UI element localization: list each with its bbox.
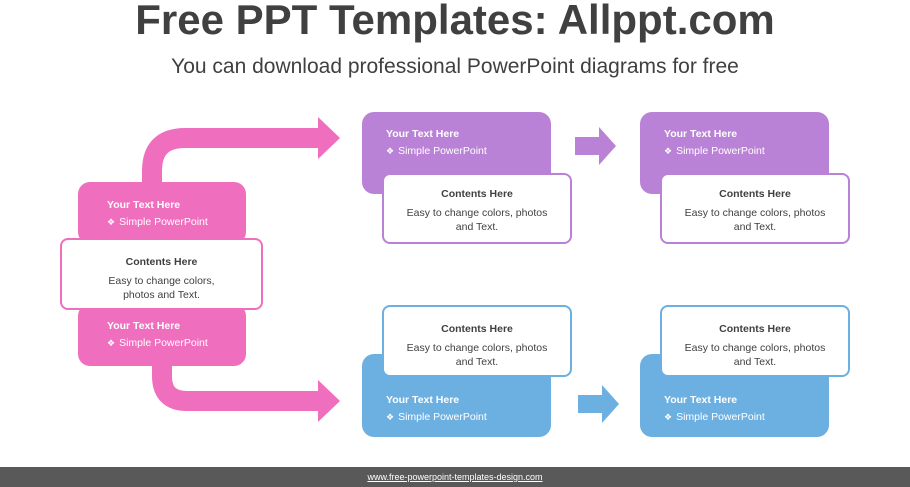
purple-1-contents-card: Contents Here Easy to change colors, pho… [382, 173, 572, 244]
bullet-icon: ❖ [107, 217, 116, 227]
pink-bent-arrow-down [152, 362, 320, 411]
blue-2-contents-card: Contents Here Easy to change colors, pho… [660, 305, 850, 377]
left-bottom-subtitle: ❖Simple PowerPoint [107, 337, 208, 349]
bullet-icon: ❖ [107, 338, 116, 348]
left-card-text-2: photos and Text. [123, 289, 200, 301]
left-top-box [78, 182, 246, 244]
purple-1-card-title: Contents Here [441, 188, 513, 200]
purple-1-subtitle: ❖Simple PowerPoint [386, 145, 487, 157]
bullet-icon: ❖ [386, 146, 395, 156]
left-contents-card: Contents Here Easy to change colors, pho… [60, 238, 263, 310]
left-bottom-box [78, 304, 246, 366]
purple-right-arrow [575, 127, 616, 165]
blue-2-subtitle: ❖Simple PowerPoint [664, 411, 765, 423]
footer-link[interactable]: www.free-powerpoint-templates-design.com [367, 472, 543, 482]
purple-2-contents-card: Contents Here Easy to change colors, pho… [660, 173, 850, 244]
blue-2-card-text-2: and Text. [733, 356, 777, 368]
purple-2-header: Your Text Here ❖Simple PowerPoint [664, 126, 765, 160]
blue-2-title: Your Text Here [664, 394, 738, 406]
blue-1-header: Your Text Here ❖Simple PowerPoint [386, 392, 487, 426]
purple-1-title: Your Text Here [386, 128, 460, 140]
left-top-header: Your Text Here ❖Simple PowerPoint [107, 197, 208, 231]
left-card-text-1: Easy to change colors, [108, 275, 215, 287]
blue-1-subtitle: ❖Simple PowerPoint [386, 411, 487, 423]
pink-bent-arrow-up [142, 128, 320, 190]
page-subtitle: You can download professional PowerPoint… [171, 55, 739, 78]
bullet-icon: ❖ [664, 412, 673, 422]
left-top-subtitle: ❖Simple PowerPoint [107, 216, 208, 228]
left-top-title: Your Text Here [107, 199, 181, 211]
left-card-title: Contents Here [125, 256, 198, 268]
blue-1-contents-card: Contents Here Easy to change colors, pho… [382, 305, 572, 377]
purple-2-subtitle: ❖Simple PowerPoint [664, 145, 765, 157]
blue-1-card-text-1: Easy to change colors, photos [406, 342, 548, 354]
footer-bar: www.free-powerpoint-templates-design.com [0, 467, 910, 487]
blue-1-card-text-2: and Text. [455, 356, 499, 368]
purple-2-card-title: Contents Here [719, 188, 791, 200]
left-bottom-header: Your Text Here ❖Simple PowerPoint [107, 318, 208, 352]
purple-2-card-text-2: and Text. [733, 221, 777, 233]
blue-2-card-title: Contents Here [719, 323, 791, 335]
bullet-icon: ❖ [386, 412, 395, 422]
bullet-icon: ❖ [664, 146, 673, 156]
purple-2-title: Your Text Here [664, 128, 738, 140]
pink-arrowhead-up [318, 117, 340, 159]
blue-1-card-title: Contents Here [441, 323, 513, 335]
page-title: Free PPT Templates: Allppt.com [135, 0, 775, 43]
blue-2-card-text-1: Easy to change colors, photos [684, 342, 826, 354]
blue-2-header: Your Text Here ❖Simple PowerPoint [664, 392, 765, 426]
purple-2-card-text-1: Easy to change colors, photos [684, 207, 826, 219]
left-bottom-title: Your Text Here [107, 320, 181, 332]
purple-1-card-text-1: Easy to change colors, photos [406, 207, 548, 219]
pink-arrowhead-down [318, 380, 340, 422]
blue-1-title: Your Text Here [386, 394, 460, 406]
purple-1-header: Your Text Here ❖Simple PowerPoint [386, 126, 487, 160]
blue-right-arrow [578, 385, 619, 423]
purple-1-card-text-2: and Text. [455, 221, 499, 233]
